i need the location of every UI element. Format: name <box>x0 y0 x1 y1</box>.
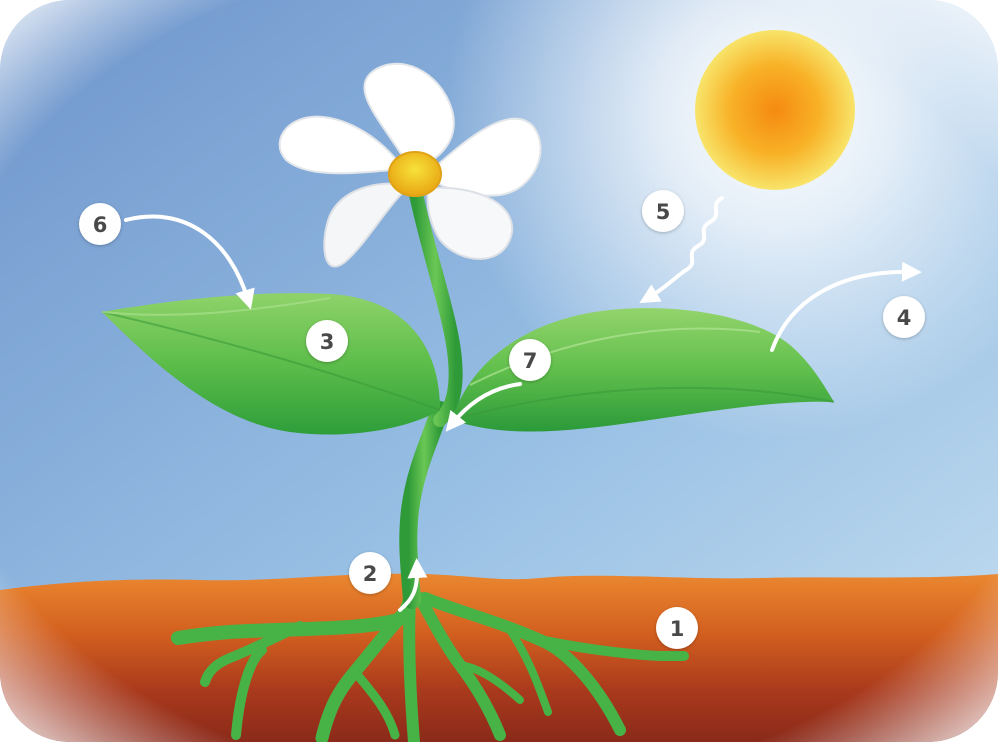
diagram-canvas: 1 2 3 4 5 7 6 <box>0 0 998 742</box>
scene: 1 2 3 4 5 7 6 <box>0 0 998 742</box>
vignette <box>0 0 998 742</box>
photosynthesis-diagram: 1 2 3 4 5 7 6 <box>0 0 998 742</box>
